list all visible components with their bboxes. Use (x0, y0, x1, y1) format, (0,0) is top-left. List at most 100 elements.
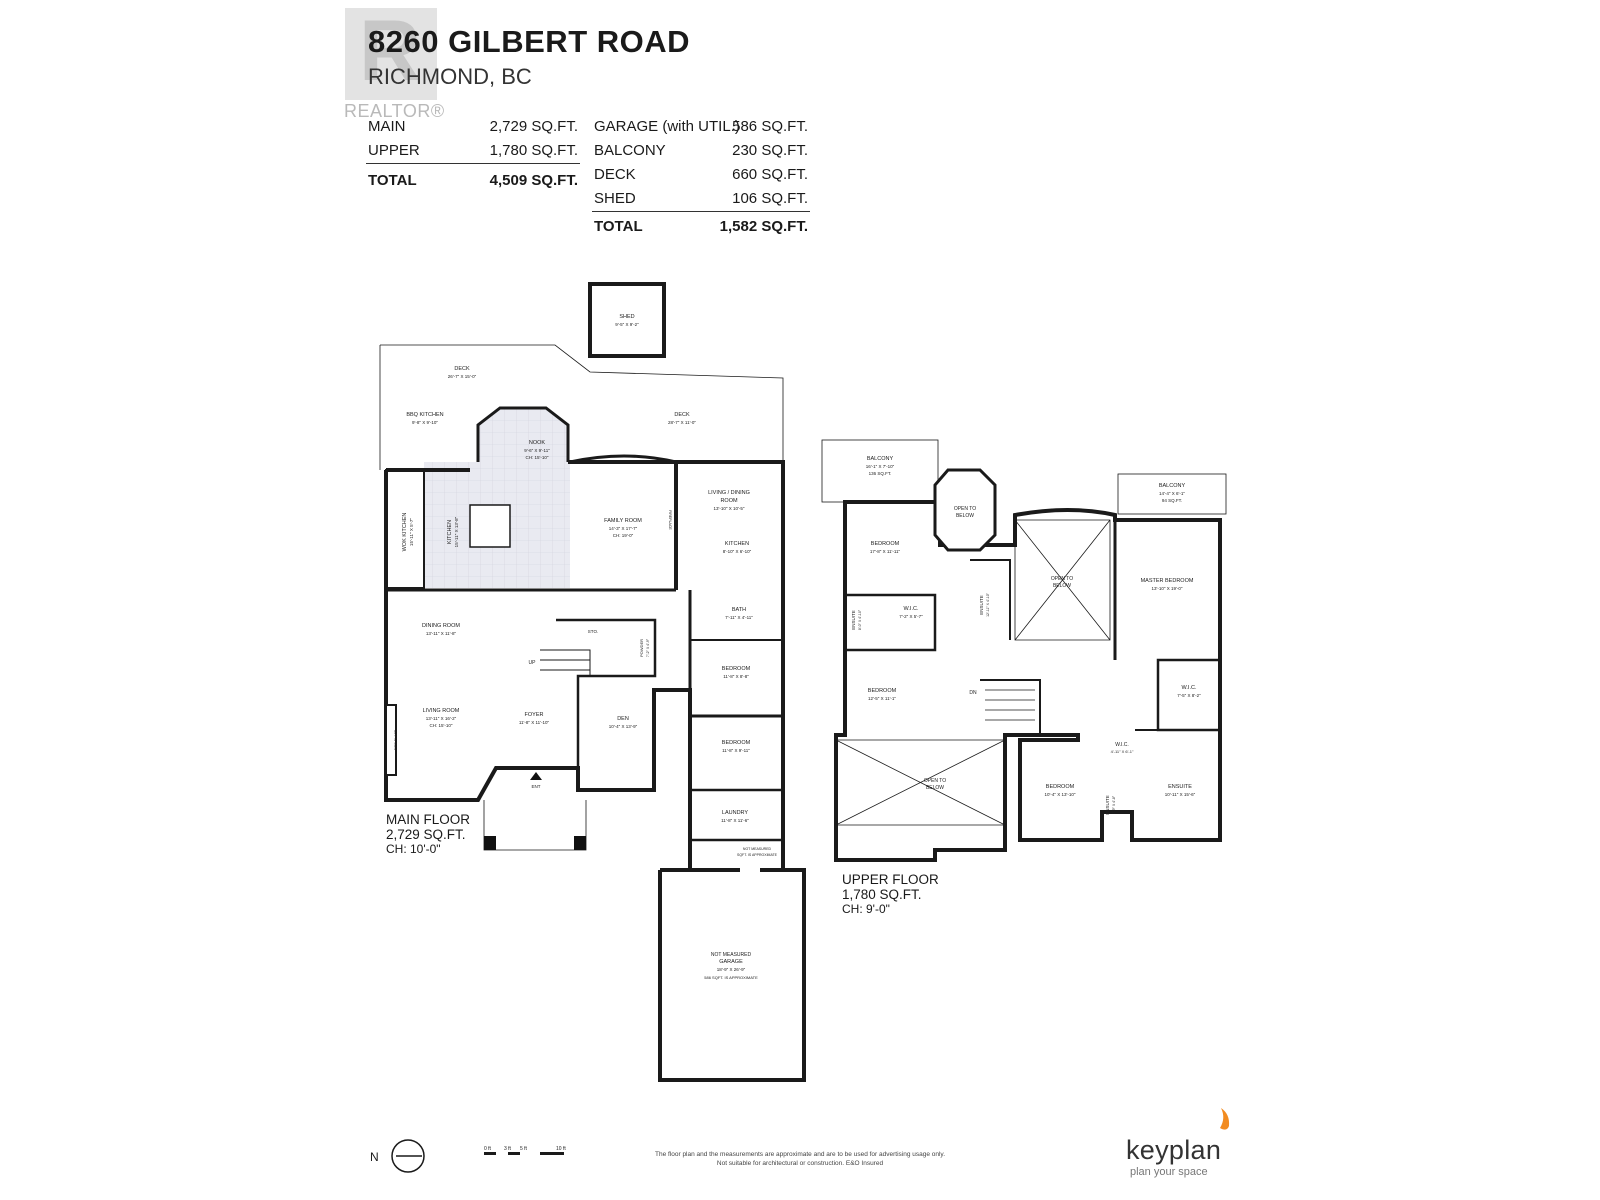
shed-outline (588, 282, 666, 358)
open-below-1-label2: BELOW (956, 513, 974, 519)
garage-label: GARAGE (719, 959, 743, 965)
realtor-logo-text: REALTOR® (344, 101, 445, 121)
bedroom-b-dim: 12'-5" X 11'-1" (868, 696, 896, 701)
wok-kitchen-walls (385, 469, 425, 589)
open-below-2-label: OPEN TO (1051, 576, 1073, 582)
disclaimer-line-1: The floor plan and the measurements are … (654, 1151, 946, 1158)
bedroom-c-dim: 10'-4" X 13'-10" (1045, 792, 1076, 797)
dining-room-label: DINING ROOM (422, 623, 460, 629)
deck-left-dim: 26'-7" X 15'-0" (448, 374, 477, 379)
area-label: TOTAL (368, 172, 417, 189)
ensuite-c-label: ENSUITE (1105, 795, 1110, 815)
scale-label-0: 0 ft (484, 1146, 492, 1152)
dining-room-dim: 13'-11" X 11'-8" (426, 631, 457, 636)
north-arrow (391, 1139, 425, 1173)
open-below-1-label: OPEN TO (954, 506, 976, 512)
upper-floor-ceiling: CH: 9'-0" (842, 902, 890, 916)
suite-kitchen-label: KITCHEN (725, 541, 749, 547)
area-value: 106 SQ.FT. (732, 190, 808, 207)
nook-ceiling: CH: 15'-10" (526, 455, 549, 460)
balcony-right-area: 94 SQ.FT. (1162, 498, 1182, 503)
nook-bay (476, 406, 570, 462)
north-label: N (370, 1150, 379, 1164)
bedroom-b-label: BEDROOM (868, 688, 897, 694)
area-label: GARAGE (with UTIL.) (594, 118, 740, 135)
garage-approx: 586 SQFT. IS APPROXIMATE (704, 975, 758, 980)
not-measured-label2: SQFT. IS APPROXIMATE (737, 853, 778, 857)
area-divider (366, 163, 580, 164)
area-value: 4,509 SQ.FT. (489, 172, 578, 189)
upper-floor-caption: UPPER FLOOR 1,780 SQ.FT. CH: 9'-0" (842, 872, 939, 917)
shed-dim: 9'-5" X 9'-2" (615, 322, 639, 327)
area-label: BALCONY (594, 142, 666, 159)
area-value: 660 SQ.FT. (732, 166, 808, 183)
area-label: SHED (594, 190, 636, 207)
garage-walls (658, 868, 806, 1082)
deck-right-dim: 28'-7" X 11'-0" (668, 420, 696, 425)
wic-a-label: W.I.C. (904, 606, 919, 612)
kitchen-dim: 15'-11" X 13'-8" (454, 516, 459, 547)
foyer-dim: 11'-8" X 11'-10" (519, 720, 550, 725)
balcony-left-label: BALCONY (867, 456, 894, 462)
garage-not-measured: NOT MEASURED (711, 952, 752, 958)
property-city: RICHMOND, BC (368, 64, 532, 89)
ensuite-master-dim: 10'-11" X 15'-6" (1165, 792, 1196, 797)
disclaimer: The floor plan and the measurements are … (590, 1150, 1010, 1168)
living-dining-label2: ROOM (720, 498, 738, 504)
family-room-ceiling: CH: 19'-0" (613, 533, 634, 538)
balcony-right-dim: 14'-4" X 6'-1" (1159, 491, 1185, 496)
balcony-right (1117, 473, 1227, 515)
bedroom-1-label: BEDROOM (722, 666, 751, 672)
living-room-dim: 13'-11" X 16'-2" (426, 716, 457, 721)
master-bedroom-dim: 13'-10" X 19'-0" (1152, 586, 1183, 591)
area-label: TOTAL (594, 218, 643, 235)
wic-master-label: W.I.C. (1182, 685, 1197, 691)
open-below-2-label2: BELOW (1053, 583, 1071, 589)
ensuite-master-label: ENSUITE (1168, 784, 1192, 790)
den-dim: 10'-4" X 13'-9" (609, 724, 638, 729)
balcony-right-label: BALCONY (1159, 483, 1186, 489)
fireplace-family-label: FIREPLACE (668, 510, 672, 530)
deck-outline (380, 344, 784, 470)
nook-label: NOOK (529, 440, 546, 446)
foyer-label: FOYER (525, 712, 544, 718)
property-address: 8260 GILBERT ROAD (368, 24, 691, 59)
octagon-open-below (933, 468, 997, 552)
scale-label-5: 5 ft (520, 1146, 528, 1152)
deck-right-label: DECK (674, 412, 690, 418)
shed-label: SHED (619, 314, 634, 320)
open-below-3-label2: BELOW (926, 785, 944, 791)
bedroom-a-label: BEDROOM (871, 541, 900, 547)
area-value: 1,582 SQ.FT. (719, 218, 808, 235)
ensuite-a-label: ENSUITE (979, 595, 984, 615)
upper-floor-plan (821, 439, 1227, 862)
bath-dim: 7'-11" X 4'-11" (725, 615, 753, 620)
keyplan-brand: keyplan (1126, 1135, 1222, 1165)
nook-dim: 9'-6" X 9'-11" (524, 448, 550, 453)
kitchen-island (469, 504, 511, 548)
up-label: UP (529, 660, 537, 666)
realtor-logo-letter: R (359, 3, 422, 99)
area-value: 1,780 SQ.FT. (489, 142, 578, 159)
upper-floor-area: 1,780 SQ.FT. (842, 887, 922, 902)
open-below-3-label: OPEN TO (924, 778, 946, 784)
area-value: 230 SQ.FT. (732, 142, 808, 159)
den-label: DEN (617, 716, 629, 722)
keyplan-tagline: plan your space (1130, 1166, 1208, 1178)
wok-kitchen-dim: 15'-11" X 5'-7" (409, 518, 414, 546)
dn-label: DN (969, 690, 977, 696)
ensuite-c-dim: 7'-9" X 4'-8" (1112, 795, 1116, 814)
balcony-left-area: 136 SQ.FT. (869, 471, 892, 476)
kitchen-label: KITCHEN (447, 520, 453, 544)
wic-b-dim: 4'-11" X 6'-1" (1111, 749, 1134, 754)
powder-label: POWDER (639, 639, 644, 657)
area-label: UPPER (368, 142, 420, 159)
balcony-left-dim: 16'-1" X 7'-10" (866, 464, 895, 469)
suite-kitchen-dim: 8'-10" X 6'-10" (723, 549, 752, 554)
family-room-dim: 14'-3" X 17'-7" (609, 526, 638, 531)
fireplace-living-label: FIRE PLACE (394, 729, 398, 750)
realtor-logo (345, 8, 437, 100)
ensuite-a-dim: 12'-11" X 4'-10" (986, 592, 990, 617)
main-floor-caption: MAIN FLOOR 2,729 SQ.FT. CH: 10'-0" (386, 812, 470, 857)
ensuite-b-label: ENSUITE (851, 610, 856, 630)
